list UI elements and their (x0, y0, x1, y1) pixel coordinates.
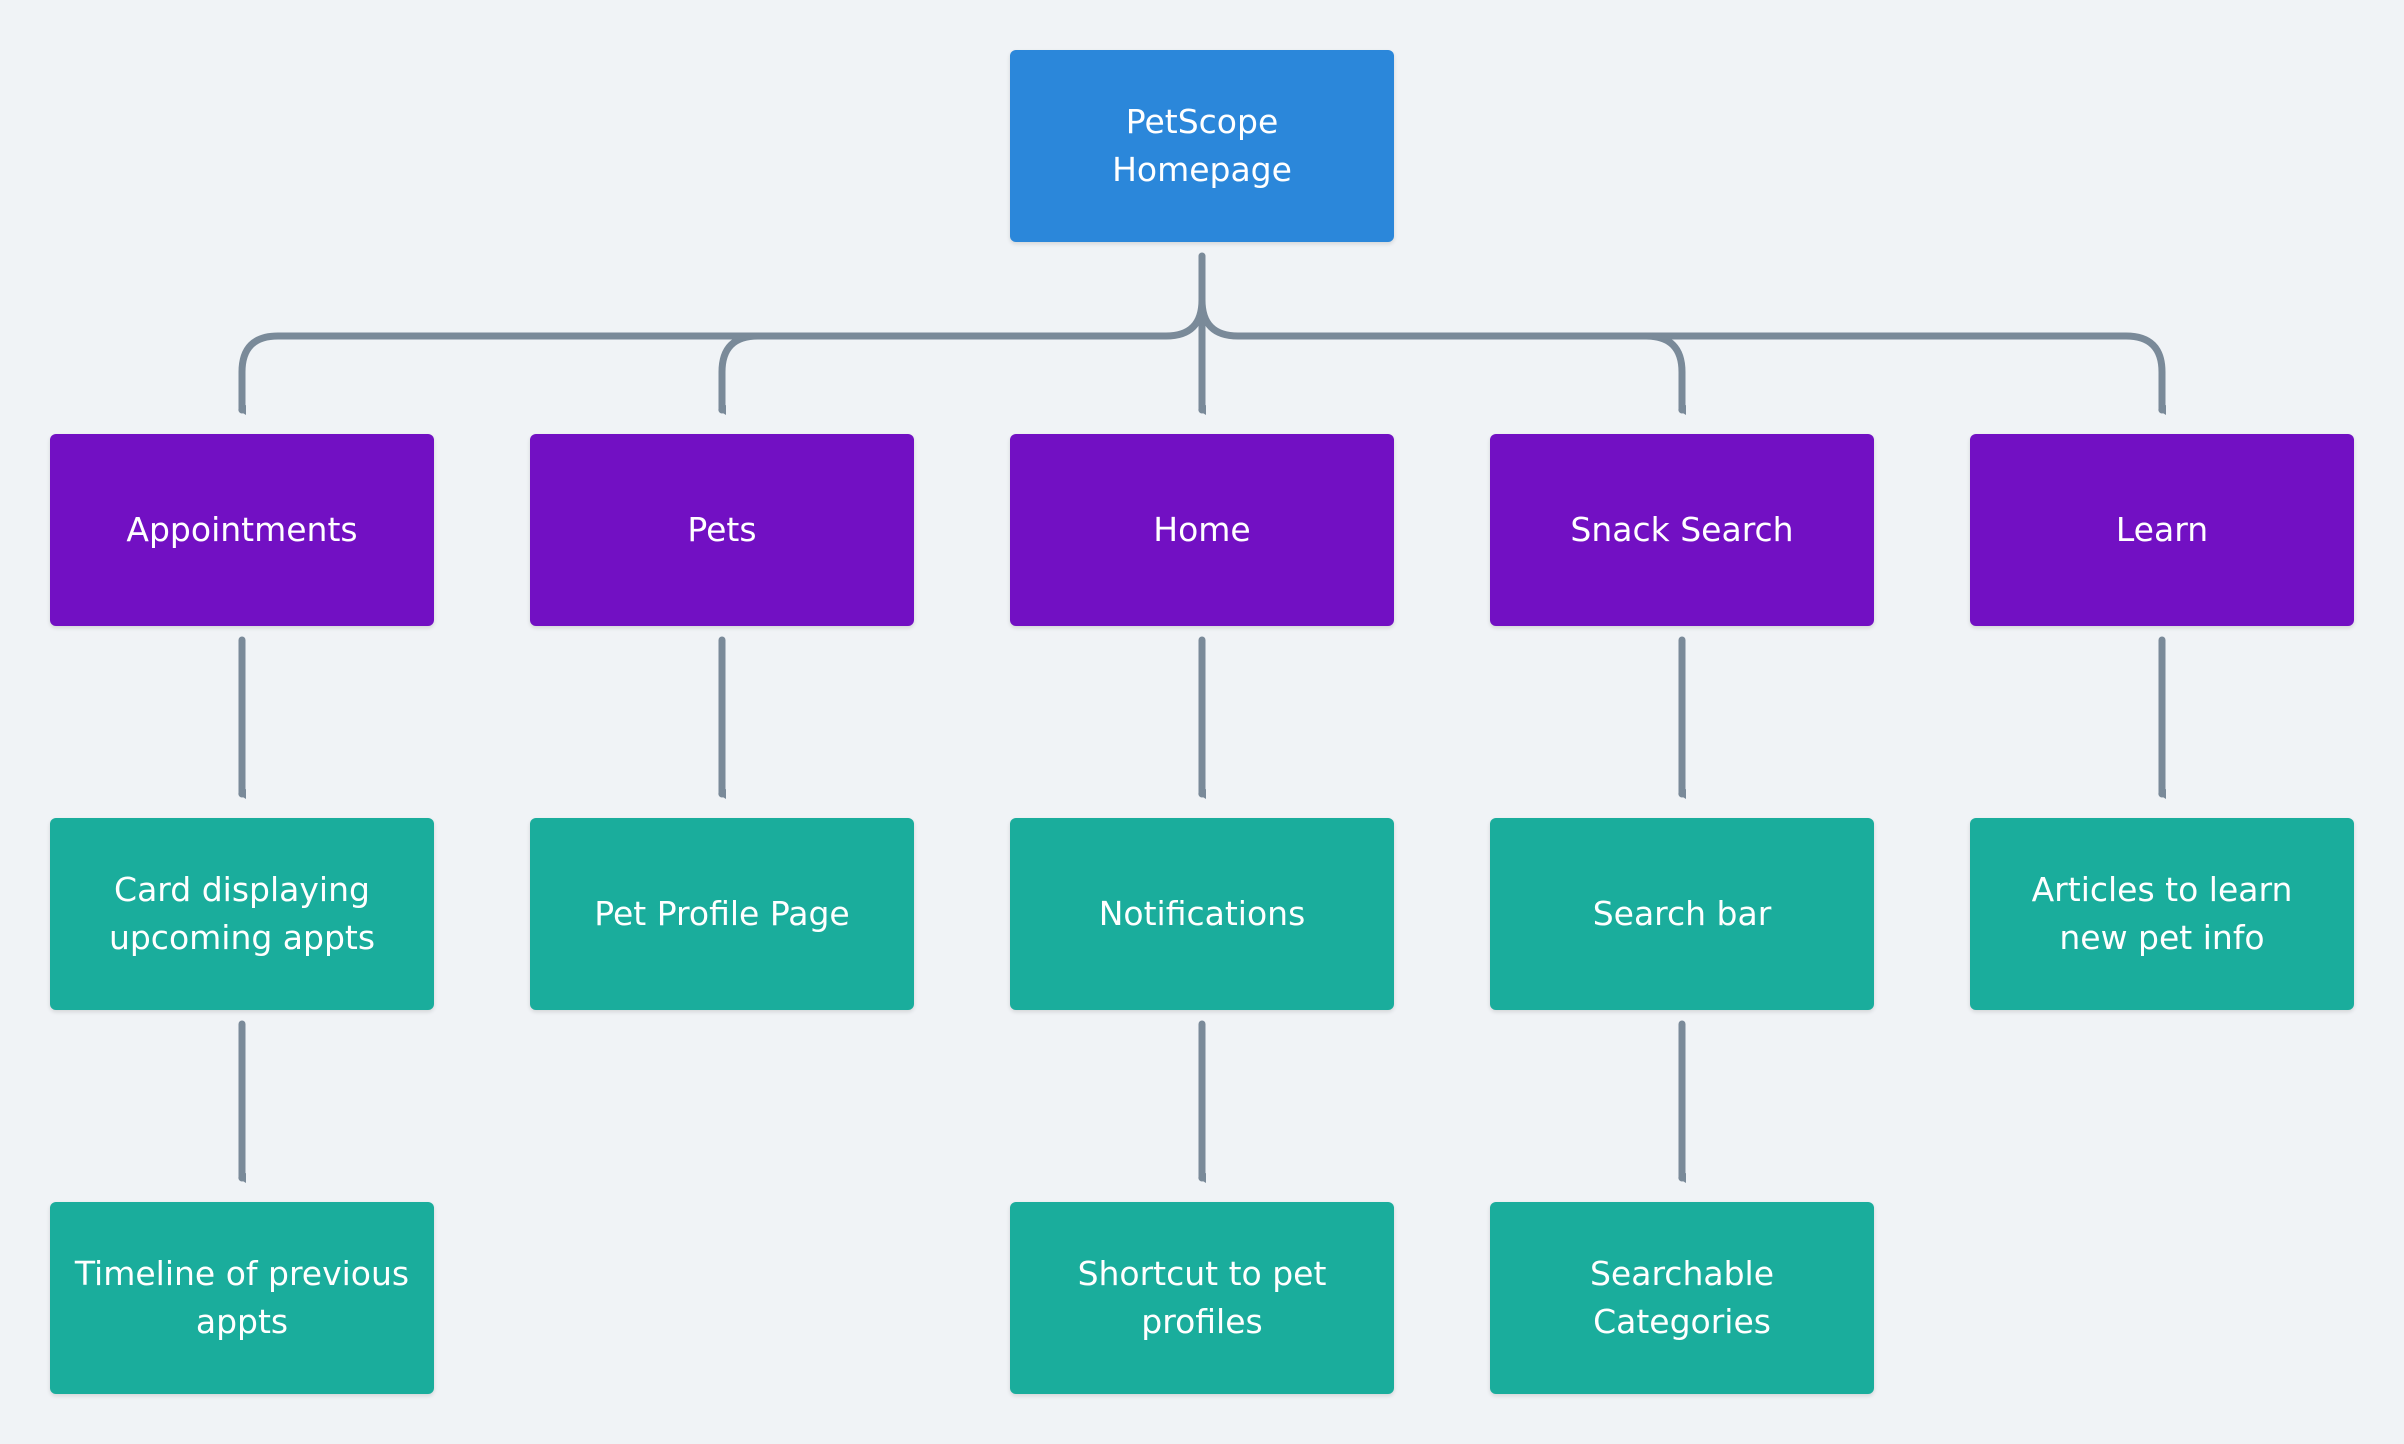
connector-root-to-pets (718, 332, 762, 415)
node-label: Shortcut to pet profiles (1077, 1254, 1327, 1341)
node-snack-search[interactable]: Snack Search (1490, 434, 1874, 626)
node-articles[interactable]: Articles to learn new pet info (1970, 818, 2354, 1010)
node-searchable-categories[interactable]: Searchable Categories (1490, 1202, 1874, 1394)
node-label: PetScope Homepage (1112, 102, 1292, 189)
node-appointments[interactable]: Appointments (50, 434, 434, 626)
node-pet-profile-page[interactable]: Pet Profile Page (530, 818, 914, 1010)
node-shortcut-pet-profiles[interactable]: Shortcut to pet profiles (1010, 1202, 1394, 1394)
node-label: Pet Profile Page (594, 894, 850, 933)
node-label: Snack Search (1570, 510, 1794, 549)
node-label: Search bar (1592, 894, 1772, 933)
node-notifications[interactable]: Notifications (1010, 818, 1394, 1010)
node-timeline-previous-appts[interactable]: Timeline of previous appts (50, 1202, 434, 1394)
connector-root-to-appointments (238, 296, 1206, 415)
node-search-bar[interactable]: Search bar (1490, 818, 1874, 1010)
node-label: Searchable Categories (1589, 1254, 1774, 1341)
connector-root-to-learn-branch (1642, 332, 1686, 415)
node-label: Card displaying upcoming appts (108, 870, 376, 957)
node-label: Timeline of previous appts (74, 1254, 410, 1341)
node-pets[interactable]: Pets (530, 434, 914, 626)
node-home[interactable]: Home (1010, 434, 1394, 626)
node-label: Appointments (126, 510, 358, 549)
node-label: Home (1153, 510, 1251, 549)
node-label: Notifications (1098, 894, 1306, 933)
node-label: Articles to learn new pet info (2031, 870, 2293, 957)
node-learn[interactable]: Learn (1970, 434, 2354, 626)
node-card-upcoming-appts[interactable]: Card displaying upcoming appts (50, 818, 434, 1010)
node-petscope-homepage[interactable]: PetScope Homepage (1010, 50, 1394, 242)
node-label: Pets (687, 510, 757, 549)
connector-root-to-snack-search (1198, 296, 2166, 415)
node-label: Learn (2115, 510, 2209, 549)
